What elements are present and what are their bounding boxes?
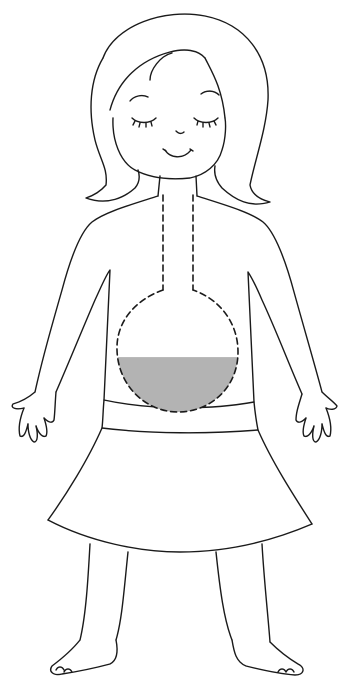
right-hand <box>295 391 338 443</box>
right-eyebrow <box>200 90 220 96</box>
left-foot <box>50 639 118 676</box>
right-eye-closed <box>193 117 219 124</box>
hair <box>85 13 271 205</box>
right-eyelashes <box>196 120 217 128</box>
stomach-contents-group <box>116 357 238 412</box>
left-eyelashes <box>132 120 153 128</box>
right-foot <box>231 639 304 676</box>
stomach-contents <box>116 357 238 412</box>
legs <box>79 543 271 643</box>
stomach-outline <box>116 289 239 413</box>
left-eyebrow <box>129 94 149 102</box>
skirt <box>47 399 313 553</box>
left-hand <box>11 391 57 443</box>
face <box>112 90 227 180</box>
nose <box>175 130 185 135</box>
smiling-mouth <box>164 149 192 158</box>
neck <box>157 175 198 197</box>
left-eye-closed <box>131 117 157 124</box>
